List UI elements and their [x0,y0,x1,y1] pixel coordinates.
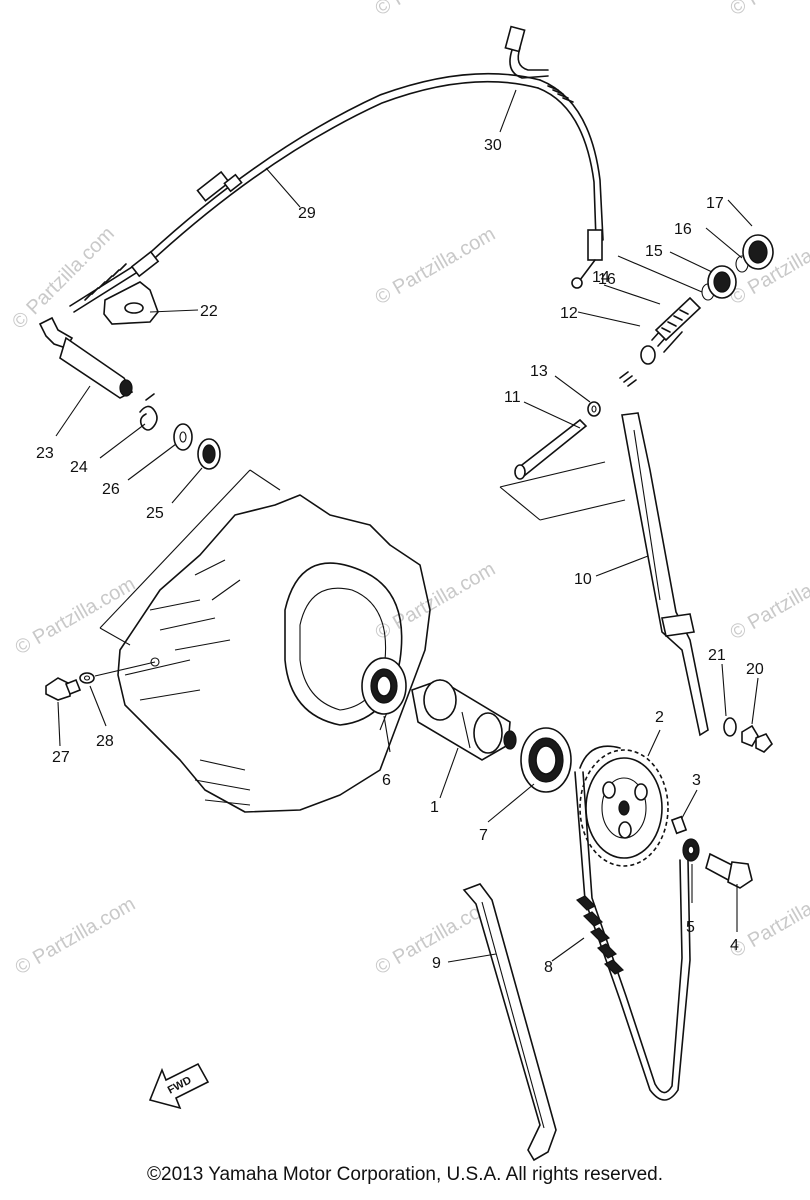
callout-22: 22 [200,303,218,320]
callout-numbers: 1 2 3 4 5 6 7 8 9 10 11 12 13 14 15 16 1… [36,137,764,976]
callout-17: 17 [706,195,724,212]
watermark: © Partzilla.com [727,876,810,962]
callout-26: 26 [102,481,120,498]
cable-bracket [103,281,159,325]
callout-15: 15 [645,243,663,260]
chain-guide [462,883,557,1162]
watermark: © Partzilla.com [372,558,500,644]
watermark: © Partzilla.com [727,558,810,644]
cam-chain [574,745,691,1101]
callout-10: 10 [574,571,592,588]
washer-and-nut [723,717,774,753]
callout-9: 9 [432,955,441,972]
watermark: © Partzilla.com [12,893,140,979]
callout-3: 3 [692,772,701,789]
callout-23: 23 [36,445,54,462]
watermark: © Partzilla.com [372,223,500,309]
watermark: © Partzilla.com [8,223,119,334]
chain-tensioner-blade [621,412,709,737]
callout-28: 28 [96,733,114,750]
bearing-ball [520,727,572,793]
callout-8: 8 [544,959,553,976]
callout-6: 6 [382,772,391,789]
callout-24: 24 [70,459,88,476]
callout-29: 29 [298,205,316,222]
callout-30: 30 [484,137,502,154]
assembly-guide-lines [99,461,626,646]
callout-16a: 16 [598,271,616,288]
pin-washer-bolt [670,815,753,889]
watermark: © Partzilla.com [727,223,810,309]
callout-11: 11 [504,389,521,406]
callout-20: 20 [746,661,764,678]
tensioner-assembly [514,234,774,480]
callout-25: 25 [146,505,164,522]
forward-arrow-icon: FWD [148,1062,210,1110]
watermark: © Partzilla.com [12,573,140,659]
watermark: © Partzilla.com [727,0,810,20]
callout-4: 4 [730,937,739,954]
cam-sprocket [579,749,669,867]
bolt-and-washer [45,661,156,701]
callout-2: 2 [655,709,664,726]
callout-5: 5 [686,919,695,936]
camshaft [411,679,517,761]
callout-1: 1 [430,799,439,816]
callout-14: 14 [592,269,610,286]
callout-13: 13 [530,363,548,380]
callout-12: 12 [560,305,578,322]
decompression-cable [69,25,604,313]
leader-lines [55,89,759,963]
callout-16b: 16 [674,221,692,238]
callout-27: 27 [52,749,70,766]
spring-washer-seal [139,393,221,470]
decompression-lever [38,316,134,399]
callout-21: 21 [708,647,726,664]
copyright-notice: ©2013 Yamaha Motor Corporation, U.S.A. A… [147,1164,663,1185]
bearing-needle [361,657,407,715]
cylinder-head [117,494,431,813]
watermark: © Partzilla.com [372,0,500,20]
callout-7: 7 [479,827,488,844]
watermarks: © Partzilla.com © Partzilla.com © Partzi… [8,0,810,979]
